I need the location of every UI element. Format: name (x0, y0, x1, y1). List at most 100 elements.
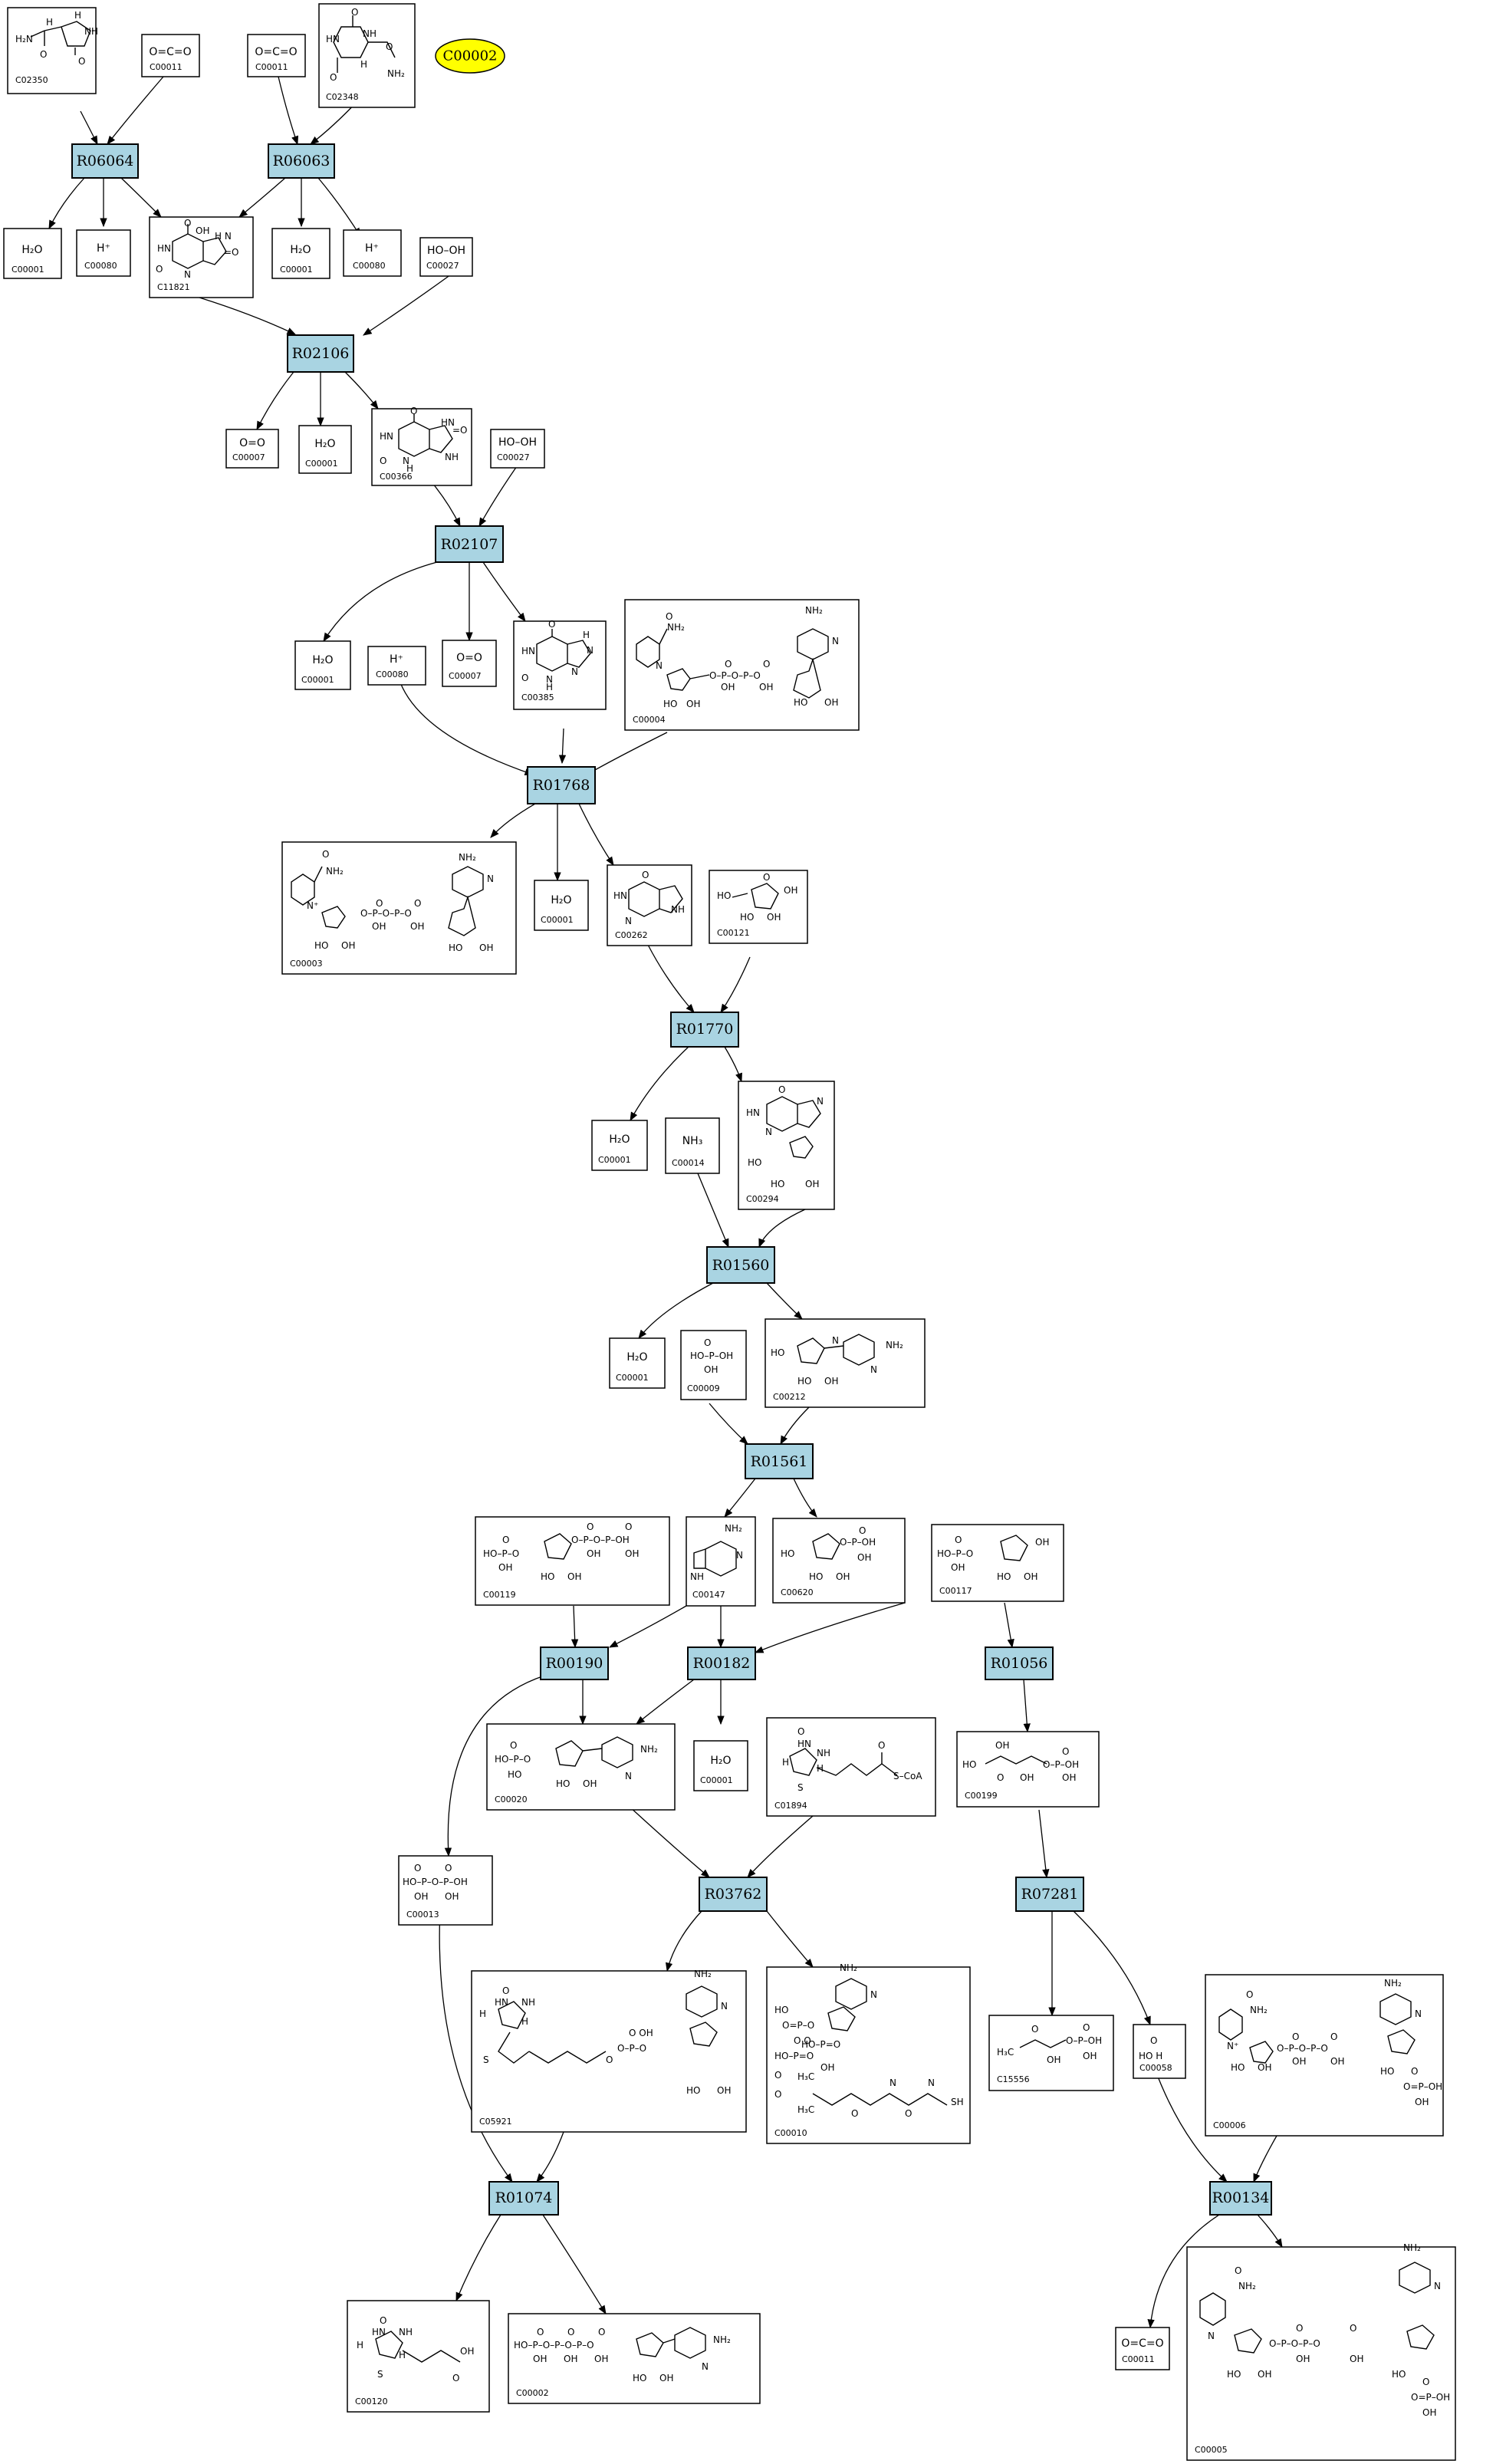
svg-text:R01560: R01560 (712, 1257, 770, 1274)
compound-c00080[interactable]: H⁺ C00080 (367, 646, 426, 686)
svg-text:NH₂: NH₂ (713, 2334, 731, 2345)
svg-text:O OH: O OH (629, 2028, 653, 2038)
svg-text:C00294: C00294 (746, 1194, 779, 1204)
svg-text:H⁺: H⁺ (97, 242, 110, 255)
svg-text:N: N (928, 2077, 935, 2088)
compound-c00027[interactable]: HO–OH C00027 (419, 237, 473, 277)
svg-text:O: O (642, 870, 649, 880)
reaction-r02106[interactable]: R02106 (287, 334, 354, 373)
svg-text:O: O (414, 1863, 421, 1873)
compound-c00011[interactable]: O=C=O C00011 (1115, 2327, 1170, 2370)
compound-c00001[interactable]: H₂O C00001 (693, 1740, 748, 1791)
svg-text:N: N (702, 2361, 709, 2372)
svg-text:OH: OH (414, 1891, 428, 1902)
svg-text:O: O (1350, 2323, 1356, 2334)
compound-c00001[interactable]: H₂O C00001 (591, 1120, 648, 1171)
svg-text:OH: OH (1035, 1537, 1049, 1548)
svg-text:N: N (736, 1550, 743, 1561)
compound-c00001[interactable]: H₂O C00001 (271, 228, 330, 279)
svg-text:R06064: R06064 (77, 153, 134, 169)
reaction-r02107[interactable]: R02107 (435, 525, 504, 563)
svg-text:C00027: C00027 (497, 452, 530, 462)
svg-text:O: O (410, 406, 417, 416)
svg-text:HO: HO (781, 1548, 794, 1559)
compound-c00007[interactable]: O=O C00007 (225, 429, 279, 469)
svg-text:C05921: C05921 (479, 2117, 512, 2127)
compound-c00014[interactable]: NH₃ C00014 (665, 1117, 720, 1174)
reaction-r00134[interactable]: R00134 (1209, 2181, 1272, 2216)
svg-text:C00366: C00366 (380, 472, 413, 482)
compound-c00011[interactable]: O=C=O C00011 (247, 34, 306, 77)
compound-c00007[interactable]: O=O C00007 (442, 640, 497, 687)
svg-text:O: O (704, 1337, 711, 1348)
reaction-r01074[interactable]: R01074 (488, 2181, 559, 2216)
svg-text:H₃C: H₃C (797, 2071, 814, 2082)
highlighted-compound[interactable]: C00002 (435, 38, 505, 74)
compound-c00011[interactable]: O=C=O C00011 (141, 34, 200, 77)
reaction-r01560[interactable]: R01560 (706, 1246, 775, 1284)
svg-text:OH: OH (583, 1778, 597, 1789)
svg-text:O: O (606, 2054, 613, 2065)
compound-c00080[interactable]: H⁺ C00080 (343, 229, 402, 277)
compound-c00001[interactable]: H₂O C00001 (534, 880, 589, 931)
svg-text:O–P–O: O–P–O (617, 2043, 646, 2054)
reaction-r01770[interactable]: R01770 (670, 1012, 739, 1048)
svg-text:N: N (1434, 2281, 1441, 2291)
svg-text:C00001: C00001 (301, 675, 334, 685)
svg-text:C00001: C00001 (598, 1155, 631, 1165)
compound-c00058[interactable]: OHO H C00058 (1133, 2024, 1186, 2079)
svg-text:C02350: C02350 (15, 75, 48, 85)
reaction-r06063[interactable]: R06063 (268, 143, 335, 179)
reaction-r01768[interactable]: R01768 (527, 766, 596, 804)
compound-c00001[interactable]: H₂O C00001 (609, 1337, 666, 1389)
reaction-r07281[interactable]: R07281 (1015, 1877, 1084, 1912)
compound-c00080[interactable]: H⁺ C00080 (76, 229, 131, 277)
compound-c00001[interactable]: H₂O C00001 (3, 228, 62, 279)
svg-text:OH: OH (1350, 2354, 1363, 2364)
svg-text:H⁺: H⁺ (365, 242, 379, 255)
reaction-r01561[interactable]: R01561 (745, 1443, 814, 1479)
compound-c00001[interactable]: H₂O C00001 (298, 425, 352, 474)
svg-text:NH₂: NH₂ (667, 622, 685, 633)
svg-text:O: O (851, 2108, 858, 2119)
reaction-r03762[interactable]: R03762 (699, 1877, 768, 1912)
compound-c00001[interactable]: H₂O C00001 (294, 640, 351, 690)
svg-text:O: O (774, 2089, 781, 2100)
svg-text:NH₂: NH₂ (886, 1340, 903, 1350)
svg-text:C00001: C00001 (305, 459, 338, 469)
reaction-r00190[interactable]: R00190 (540, 1647, 609, 1680)
reaction-r06064[interactable]: R06064 (71, 143, 139, 179)
reaction-r01056[interactable]: R01056 (985, 1647, 1054, 1680)
reaction-r00182[interactable]: R00182 (687, 1647, 756, 1680)
compound-c00027[interactable]: HO–OH C00027 (490, 429, 545, 469)
svg-text:N⁺: N⁺ (1227, 2041, 1238, 2051)
svg-text:O: O (322, 849, 329, 860)
